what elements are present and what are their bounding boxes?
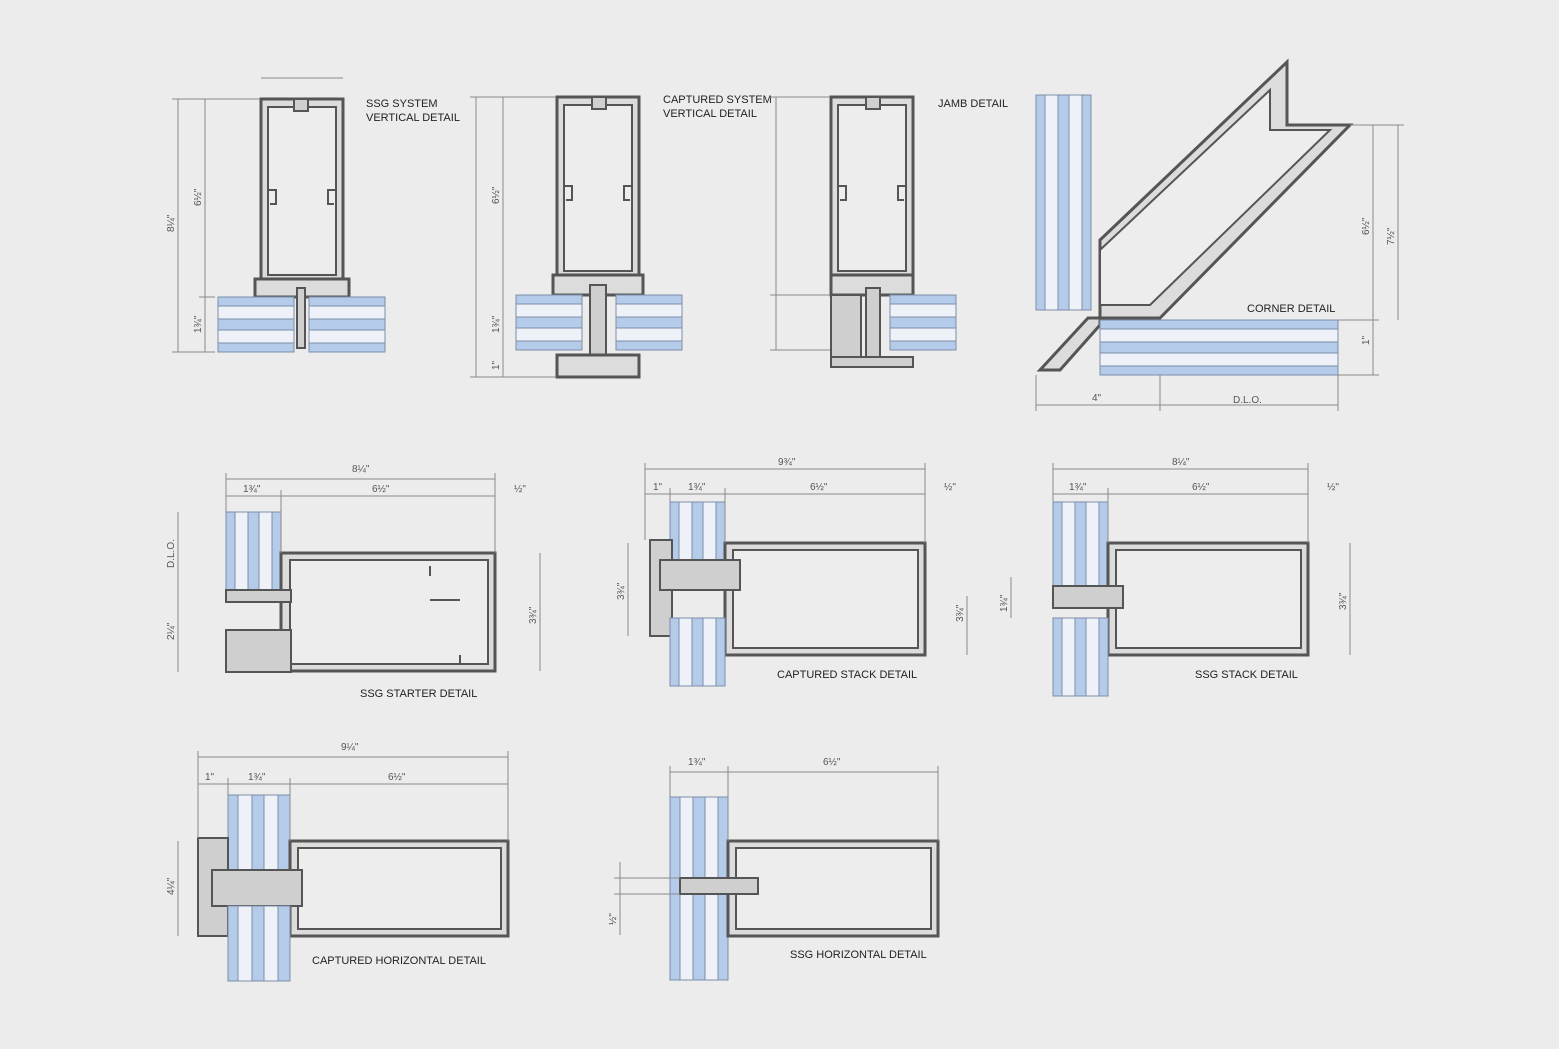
captured-horizontal-detail: 9¼" 1" 1¾" 6½" 4¼" CAPTURED HORIZONTAL D… [165,741,510,982]
cstack-dim-frame: 6½" [810,482,828,493]
ssg-starter-title: SSG STARTER DETAIL [360,688,477,700]
ssg-vertical-title-line2: VERTICAL DETAIL [366,112,460,124]
captured-stack-title: CAPTURED STACK DETAIL [777,669,917,681]
starter-dim-glass: 1¾" [243,484,261,495]
choriz-dim-cap: 1" [205,772,215,783]
shoriz-dim-glass: 1¾" [688,757,706,768]
corner-dim-cap: 1" [1361,335,1372,345]
ssg-vertical-detail: 8¼" 6½" 1¾" SSG SYSTEM VERTICAL DETAIL [165,77,460,353]
starter-dim-frame: 6½" [372,484,390,495]
cstack-dim-overall: 9¾" [778,457,796,468]
sstack-dim-right: 3¾" [1338,592,1349,610]
starter-dim-sill: 2¼" [165,622,177,640]
dim-glass-thickness: 1¾" [193,315,204,333]
cstack-dim-right: 3¾" [955,604,966,622]
ssg-horizontal-detail: 1¾" 6½" ½" SSG HORIZONTAL DETAIL [608,757,940,981]
jamb-title: JAMB DETAIL [938,98,1008,110]
cstack-dim-cap: 1" [653,482,663,493]
ssg-starter-detail: 8¼" 1¾" 6½" ½" D.L.O. 2¼" 3¾" SSG STARTE… [165,463,541,700]
choriz-dim-height: 4¼" [165,877,177,895]
choriz-dim-overall: 9¼" [341,741,359,753]
cstack-dim-glass: 1¾" [688,482,706,493]
cstack-dim-left: 3¾" [616,582,627,600]
choriz-dim-glass: 1¾" [248,772,266,783]
sstack-dim-left: 1¾" [999,594,1010,612]
starter-dim-height: 3¾" [528,606,539,624]
captured-vertical-title-line1: CAPTURED SYSTEM [663,94,772,106]
ssg-vertical-title-line1: SSG SYSTEM [366,98,438,110]
dim-frame-depth: 6½" [193,188,204,206]
captured-dim-glass: 1¾" [491,315,502,333]
starter-dim-dlo: D.L.O. [166,539,177,568]
shoriz-dim-joint: ½" [608,913,619,925]
captured-dim-frame-depth: 6½" [491,186,502,204]
corner-dim-depth: 6½" [1361,217,1372,235]
sstack-dim-overall: 8¼" [1172,456,1190,468]
sstack-dim-frame: 6½" [1192,482,1210,493]
sstack-dim-glass: 1¾" [1069,482,1087,493]
starter-dim-offset: ½" [514,484,526,495]
cstack-dim-offset: ½" [944,482,956,493]
corner-dim-overall: 7½" [1386,227,1397,245]
corner-dim-dlo: D.L.O. [1233,395,1262,406]
corner-detail: 4" D.L.O. 6½" 7½" 1" CORNER DETAIL [1035,58,1404,411]
shoriz-dim-frame: 6½" [823,757,841,768]
captured-vertical-title-line2: VERTICAL DETAIL [663,108,757,120]
ssg-stack-title: SSG STACK DETAIL [1195,669,1298,681]
corner-title: CORNER DETAIL [1247,303,1335,315]
choriz-dim-frame: 6½" [388,772,406,783]
sstack-dim-offset: ½" [1327,482,1339,493]
jamb-detail: JAMB DETAIL [770,95,1008,368]
captured-dim-cap: 1" [491,360,502,370]
captured-vertical-detail: 6½" 1¾" 1" CAPTURED SYSTEM VERTICAL DETA… [470,94,772,379]
corner-dim-width: 4" [1092,393,1102,404]
dim-overall-height: 8¼" [165,214,177,232]
ssg-horizontal-title: SSG HORIZONTAL DETAIL [790,949,927,961]
ssg-stack-detail: 8¼" 1¾" 6½" ½" 1¾" 3¾" SSG STACK DETAIL [999,456,1351,697]
starter-dim-overall: 8¼" [352,463,370,475]
captured-horizontal-title: CAPTURED HORIZONTAL DETAIL [312,955,486,967]
captured-stack-detail: 9¾" 1" 1¾" 6½" ½" 3¾" 3¾" CAPTURED STACK… [616,457,968,687]
